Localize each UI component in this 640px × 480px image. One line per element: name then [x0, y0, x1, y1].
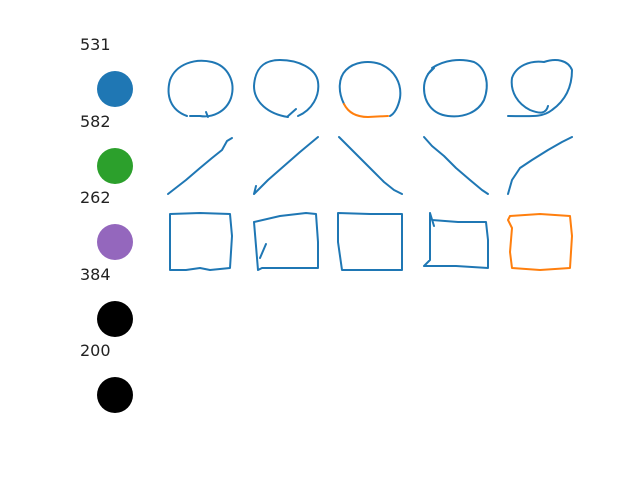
color-swatch: [97, 148, 133, 184]
color-swatch: [97, 377, 133, 413]
color-swatch: [97, 224, 133, 260]
sketch-stroke: [262, 294, 292, 344]
sample-sketch: [423, 212, 489, 269]
sample-sketch: [508, 366, 572, 424]
sketch-stroke: [337, 212, 403, 271]
row-line: 582: [80, 112, 573, 195]
sample-sketch: [167, 137, 233, 195]
sketch-stroke: [168, 366, 232, 424]
sample-sketch: [253, 59, 320, 118]
sketch-stroke: [167, 137, 233, 195]
sketch-stroke: [424, 290, 488, 344]
sample-sketch: [507, 59, 573, 118]
sketch-stroke: [253, 136, 319, 195]
row-diamond: 200: [80, 341, 572, 424]
sample-sketch: [340, 366, 402, 424]
row-count-label: 262: [80, 188, 111, 207]
sample-sketch: [253, 212, 319, 271]
row-count-label: 582: [80, 112, 111, 131]
color-swatch: [97, 301, 133, 337]
sample-sketch: [168, 290, 232, 346]
sketch-stroke: [423, 59, 488, 118]
sketch-stroke: [343, 103, 389, 118]
sample-sketch: [169, 212, 233, 271]
sketch-stroke: [338, 61, 402, 117]
sample-sketch: [340, 292, 402, 346]
sample-sketch: [253, 136, 319, 195]
sample-sketch: [507, 136, 573, 195]
sample-sketch: [507, 213, 573, 271]
sketch-stroke: [254, 366, 316, 424]
sketch-stroke: [424, 366, 486, 424]
sketch-stroke: [423, 136, 489, 195]
sample-sketch: [424, 366, 486, 424]
row-triangle: 384: [80, 265, 572, 346]
sample-sketch: [338, 61, 402, 118]
sketch-stroke: [254, 290, 318, 346]
sample-sketch: [338, 136, 403, 195]
sketch-stroke: [167, 59, 234, 118]
sample-sketch: [423, 136, 489, 195]
sample-sketch: [254, 366, 316, 424]
sample-sketch: [168, 366, 232, 424]
sample-sketch: [508, 292, 572, 346]
sketch-stroke: [507, 136, 573, 195]
sketch-stroke: [340, 292, 402, 346]
sketch-stroke: [423, 212, 489, 269]
sketch-stroke: [507, 59, 573, 118]
color-swatch: [97, 71, 133, 107]
sketch-stroke: [253, 59, 320, 118]
row-square: 262: [80, 188, 573, 271]
sketch-stroke: [507, 213, 573, 271]
sketch-stroke: [169, 212, 233, 271]
sketch-stroke: [253, 212, 319, 271]
sample-sketch: [424, 290, 488, 344]
sample-sketch: [423, 59, 488, 118]
row-circle: 531: [80, 35, 573, 118]
row-count-label: 384: [80, 265, 111, 284]
sketch-stroke: [510, 366, 572, 424]
sketch-stroke: [338, 136, 403, 195]
sample-sketch: [254, 290, 318, 346]
sample-sketch: [167, 59, 234, 118]
sketch-stroke: [508, 400, 546, 420]
row-count-label: 531: [80, 35, 111, 54]
sample-sketch: [337, 212, 403, 271]
sketch-stroke: [168, 290, 232, 346]
sketch-stroke: [508, 292, 572, 346]
row-count-label: 200: [80, 341, 111, 360]
sketch-stroke: [340, 366, 402, 424]
